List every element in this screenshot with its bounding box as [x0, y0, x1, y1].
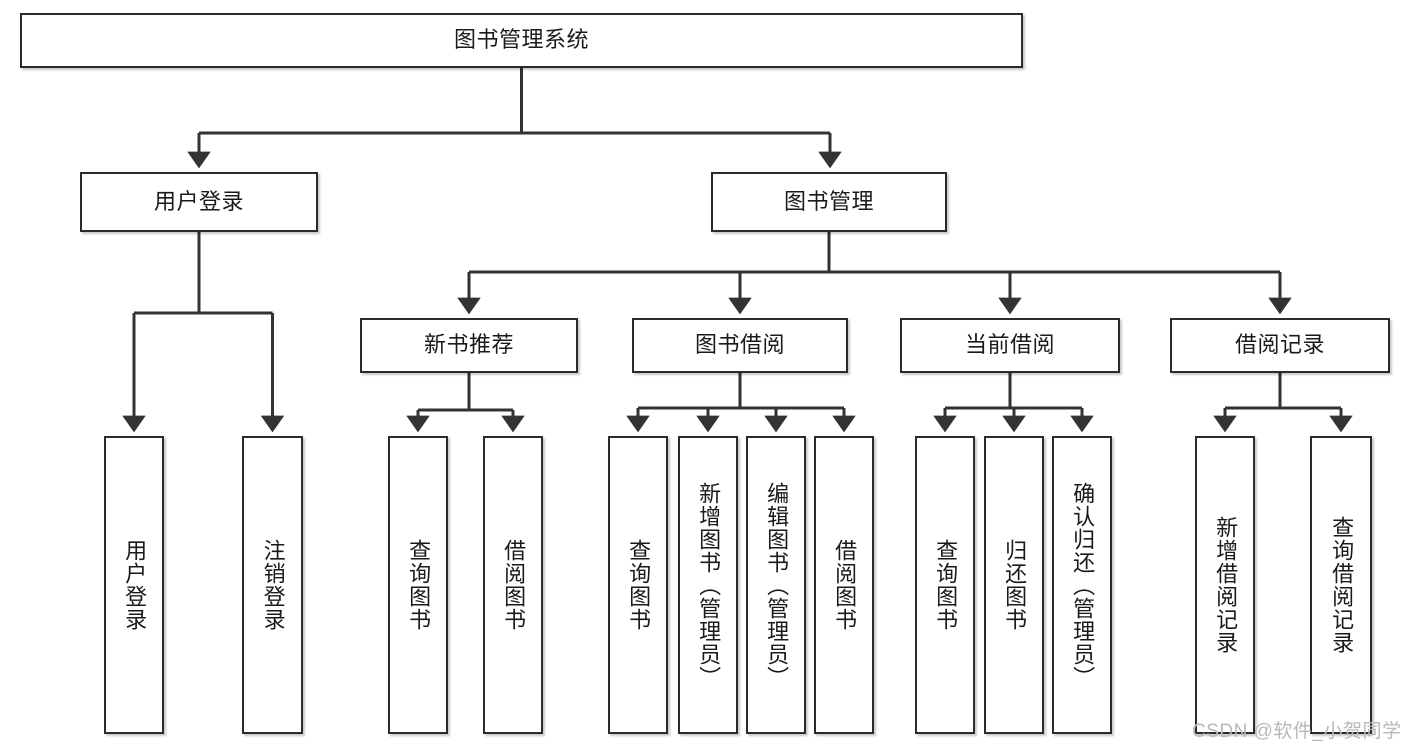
leaf-node-label: 借阅图书: [832, 539, 858, 631]
node-book-borrow-label: 图书借阅: [694, 332, 785, 358]
node-borrow-records[interactable]: 借阅记录: [1170, 318, 1390, 373]
leaf-node-label: 新增借阅记录: [1213, 516, 1239, 654]
node-new-book-recommend-label: 新书推荐: [423, 332, 514, 358]
leaf-node[interactable]: 用户登录: [104, 436, 164, 734]
leaf-node[interactable]: 查询图书: [388, 436, 448, 734]
node-new-book-recommend[interactable]: 新书推荐: [360, 318, 578, 373]
leaf-node[interactable]: 借阅图书: [483, 436, 543, 734]
node-current-borrow-label: 当前借阅: [964, 332, 1055, 358]
leaf-node[interactable]: 归还图书: [984, 436, 1044, 734]
leaf-node-label: 编辑图书（管理员）: [764, 481, 790, 689]
leaf-node[interactable]: 编辑图书（管理员）: [746, 436, 806, 734]
node-current-borrow[interactable]: 当前借阅: [900, 318, 1120, 373]
leaf-node[interactable]: 确认归还（管理员）: [1052, 436, 1112, 734]
node-user-login[interactable]: 用户登录: [80, 172, 318, 232]
leaf-node-label: 归还图书: [1002, 539, 1028, 631]
leaf-node-label: 注销登录: [260, 539, 286, 631]
leaf-node[interactable]: 新增图书（管理员）: [678, 436, 738, 734]
leaf-node-label: 查询借阅记录: [1329, 516, 1355, 654]
leaf-node[interactable]: 查询借阅记录: [1310, 436, 1372, 734]
node-book-management-label: 图书管理: [783, 188, 874, 214]
leaf-node[interactable]: 注销登录: [242, 436, 303, 734]
leaf-node-label: 查询图书: [406, 539, 432, 631]
node-book-borrow[interactable]: 图书借阅: [632, 318, 848, 373]
node-root[interactable]: 图书管理系统: [20, 13, 1023, 68]
leaf-node[interactable]: 查询图书: [608, 436, 668, 734]
node-root-label: 图书管理系统: [453, 27, 589, 53]
leaf-node-label: 确认归还（管理员）: [1070, 481, 1096, 689]
leaf-node-label: 查询图书: [626, 539, 652, 631]
leaf-node-label: 用户登录: [122, 539, 148, 631]
leaf-node-label: 查询图书: [933, 539, 959, 631]
leaf-node[interactable]: 新增借阅记录: [1195, 436, 1255, 734]
node-user-login-label: 用户登录: [153, 188, 244, 214]
leaf-node[interactable]: 查询图书: [915, 436, 975, 734]
node-borrow-records-label: 借阅记录: [1234, 332, 1325, 358]
node-book-management[interactable]: 图书管理: [711, 172, 947, 232]
leaf-node-label: 新增图书（管理员）: [696, 481, 722, 689]
leaf-node[interactable]: 借阅图书: [814, 436, 874, 734]
csdn-watermark: CSDN @软件_小贺同学: [1192, 721, 1402, 742]
leaf-node-label: 借阅图书: [501, 539, 527, 631]
